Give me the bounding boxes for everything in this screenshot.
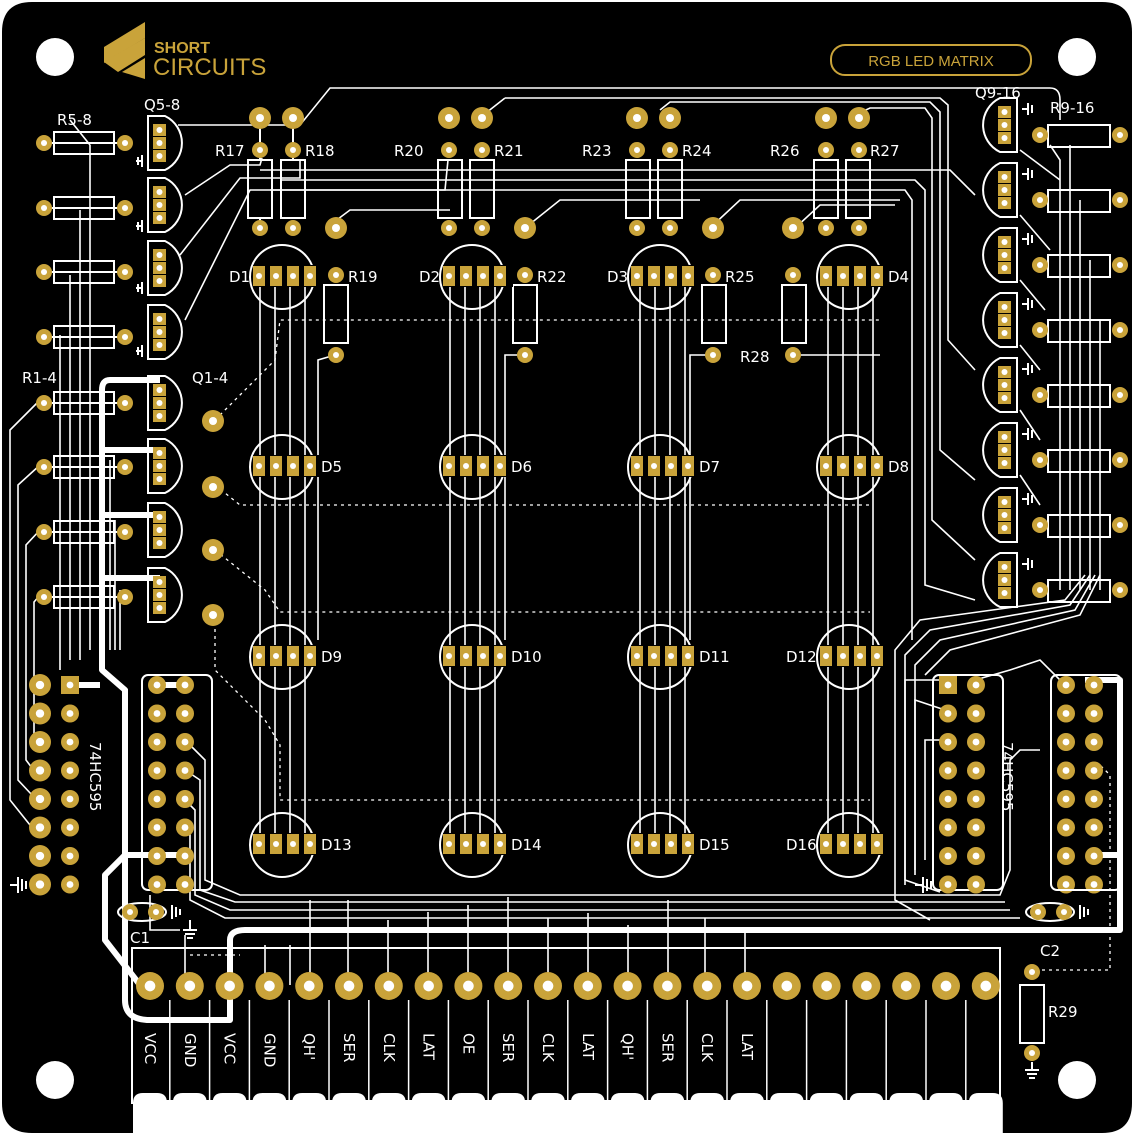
header-pin-label: SER <box>658 1033 676 1062</box>
label-c2: C2 <box>1040 942 1060 960</box>
led-label: D2 <box>419 268 440 286</box>
led-d9: D9 <box>249 624 342 690</box>
mounting-holes <box>36 38 1096 1099</box>
label-r18: R18 <box>305 142 335 160</box>
left-header-pads <box>29 674 79 896</box>
label-ic-right: 74HC595 <box>998 742 1016 811</box>
header-pin-label: SER <box>499 1033 517 1062</box>
header-pin-label: CLK <box>539 1033 557 1063</box>
led-label: D11 <box>699 648 730 666</box>
header-pin-label: SER <box>340 1033 358 1062</box>
label-r5-8: R5-8 <box>57 111 92 129</box>
led-d8: D8 <box>816 434 909 500</box>
header-pin-label: OE <box>459 1033 477 1054</box>
brand-logo-icon <box>104 22 145 79</box>
capacitor-c2 <box>1025 902 1089 922</box>
edge-connector-tabs <box>133 1093 1003 1133</box>
led-d11: D11 <box>627 624 730 690</box>
led-d2: D2 <box>419 244 513 310</box>
label-r25: R25 <box>725 268 755 286</box>
board-title: RGB LED MATRIX <box>868 53 994 70</box>
header-pin-label: CLK <box>698 1033 716 1063</box>
led-d3: D3 <box>607 244 701 310</box>
led-label: D7 <box>699 458 720 476</box>
signal-traces <box>9 87 1101 985</box>
label-r21: R21 <box>494 142 524 160</box>
led-d15: D15 <box>627 812 730 878</box>
header-pin-label: CLK <box>380 1033 398 1063</box>
left-resistor-bank <box>36 131 133 609</box>
shift-register-ics <box>141 674 1122 894</box>
led-label: D13 <box>321 836 352 854</box>
led-label: D12 <box>786 648 817 666</box>
header-pin-label: LAT <box>420 1033 438 1061</box>
header-pin-label: QH' <box>619 1033 637 1060</box>
led-label: D16 <box>786 836 817 854</box>
led-column-traces <box>259 270 880 850</box>
header-pin-label: GND <box>181 1033 199 1067</box>
capacitor-c1 <box>117 902 181 922</box>
label-r23: R23 <box>582 142 612 160</box>
left-transistors <box>136 115 183 623</box>
led-d10: D10 <box>439 624 542 690</box>
left-test-pads <box>202 410 224 626</box>
led-d16: D16 <box>786 812 890 878</box>
label-q5-8: Q5-8 <box>144 96 180 114</box>
brand-line1: SHORT <box>154 40 210 57</box>
header-pin-label: QH' <box>300 1033 318 1060</box>
header-pin-label: LAT <box>738 1033 756 1061</box>
resistor-r29 <box>1019 964 1045 1079</box>
header-pin-label: VCC <box>141 1033 159 1064</box>
label-r17: R17 <box>215 142 245 160</box>
led-d14: D14 <box>439 812 542 878</box>
bottom-connector: VCC GND VCC GND QH' SER CLK LAT OE SER CLK LAT QH' SE… <box>131 947 1001 1104</box>
label-r24: R24 <box>682 142 712 160</box>
brand-line2: CIRCUITS <box>153 54 266 81</box>
led-d12: D12 <box>786 624 890 690</box>
label-r1-4: R1-4 <box>22 369 57 387</box>
led-label: D6 <box>511 458 532 476</box>
right-transistors <box>982 97 1128 608</box>
header-pin-label: GND <box>260 1033 278 1067</box>
led-label: D14 <box>511 836 542 854</box>
label-r9-16: R9-16 <box>1050 99 1094 117</box>
led-label: D5 <box>321 458 342 476</box>
led-label: D1 <box>229 268 250 286</box>
ground-icons <box>10 877 932 939</box>
label-r22: R22 <box>537 268 567 286</box>
led-d5: D5 <box>249 434 342 500</box>
label-r26: R26 <box>770 142 800 160</box>
title-frame <box>830 44 1032 76</box>
led-d1: D1 <box>229 244 323 310</box>
header-pin-label: VCC <box>221 1033 239 1064</box>
led-label: D9 <box>321 648 342 666</box>
led-label: D8 <box>888 458 909 476</box>
led-label: D4 <box>888 268 909 286</box>
resistor-pads <box>249 107 870 363</box>
led-label: D15 <box>699 836 730 854</box>
label-ic-left: 74HC595 <box>86 742 104 811</box>
led-d6: D6 <box>439 434 532 500</box>
label-r20: R20 <box>394 142 424 160</box>
led-label: D10 <box>511 648 542 666</box>
label-r19: R19 <box>348 268 378 286</box>
led-d7: D7 <box>627 434 720 500</box>
led-d4: D4 <box>816 244 909 310</box>
label-r29: R29 <box>1048 1003 1078 1021</box>
label-r27: R27 <box>870 142 900 160</box>
label-r28: R28 <box>740 348 770 366</box>
led-d13: D13 <box>249 812 352 878</box>
label-q1-4: Q1-4 <box>192 369 228 387</box>
led-label: D3 <box>607 268 628 286</box>
label-q9-16: Q9-16 <box>975 84 1021 102</box>
label-c1: C1 <box>130 929 150 947</box>
header-pin-label: LAT <box>579 1033 597 1061</box>
